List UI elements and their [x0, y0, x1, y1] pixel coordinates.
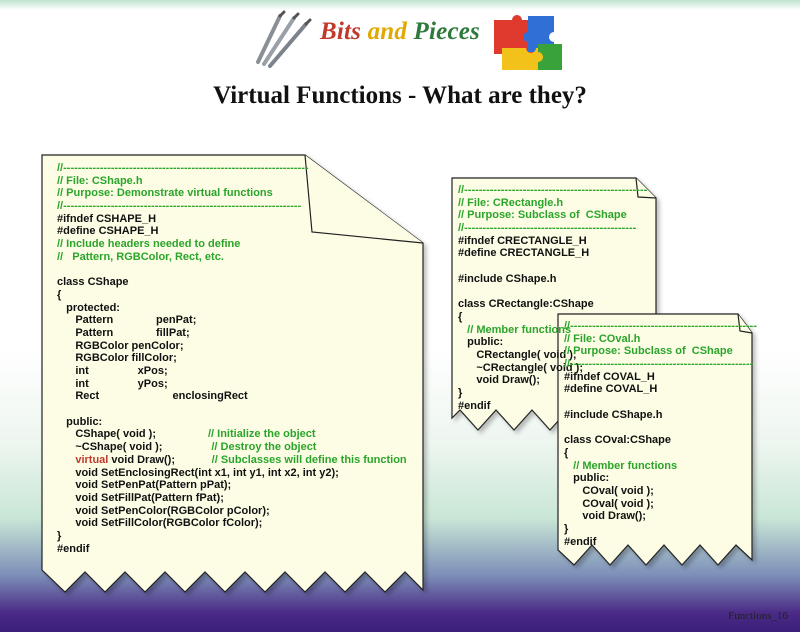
code-line: Pattern penPat; [57, 314, 197, 327]
code-line: //--------------------------------------… [57, 200, 302, 213]
code-line: void Draw(); [564, 510, 646, 523]
brand-word-bits: Bits [320, 18, 362, 45]
code-line: // File: CShape.h [57, 174, 143, 187]
code-line: public: [564, 472, 610, 485]
code-line: public: [458, 336, 504, 349]
brand-title: Bits and Pieces [320, 18, 480, 46]
code-line: class CShape [57, 276, 129, 289]
code-line: public: [57, 415, 103, 428]
code-line: void Draw(); [458, 374, 540, 387]
code-line: void SetFillColor(RGBColor fColor); [57, 517, 263, 530]
code-line: //--------------------------------------… [458, 184, 648, 196]
code-line [564, 422, 757, 435]
code-line: #include CShape.h [564, 408, 663, 421]
code-line: virtual void Draw(); // Subclasses will … [75, 453, 407, 466]
code-line: { [458, 310, 463, 323]
code-line: // Pattern, RGBColor, Rect, etc. [57, 250, 224, 263]
code-line: // Purpose: Subclass of CShape [564, 345, 733, 358]
code-line: int yPos; [57, 377, 168, 390]
code-line [564, 396, 757, 409]
code-line: void SetPenPat(Pattern pPat); [57, 479, 232, 492]
code-line: } [458, 387, 463, 399]
code-line: #ifndef CSHAPE_H [57, 212, 157, 225]
doc-coval-paper [557, 313, 753, 566]
code-line: protected: [57, 301, 120, 314]
code-line: void SetEnclosingRect(int x1, int y1, in… [57, 466, 339, 479]
doc-cshape-paper [41, 154, 424, 593]
code-line: //--------------------------------------… [458, 222, 637, 235]
code-line: // Purpose: Subclass of CShape [458, 209, 627, 222]
code-line: // Member functions [458, 323, 572, 336]
code-line: #endif [57, 542, 90, 555]
code-coval: //--------------------------------------… [564, 320, 757, 548]
code-line: // File: CRectangle.h [458, 196, 564, 209]
code-line: } [564, 523, 569, 535]
code-line: // Member functions [564, 459, 678, 472]
code-line [458, 260, 647, 273]
code-line: #endif [564, 535, 597, 548]
slide-number: Functions_16 [728, 610, 788, 622]
code-line: #ifndef COVAL_H [564, 370, 655, 383]
code-line: void SetFillPat(Pattern fPat); [57, 491, 224, 504]
code-line: ~CShape( void ); // Destroy the object [57, 441, 317, 454]
code-line: #endif [458, 399, 491, 412]
code-crectangle: //--------------------------------------… [458, 184, 647, 412]
code-line: Pattern fillPat; [57, 326, 190, 339]
code-line: Rect enclosingRect [57, 390, 248, 403]
inline-comment: // Initialize the object [156, 428, 316, 441]
code-line: void SetPenColor(RGBColor pColor); [57, 504, 270, 517]
code-line: ~CRectangle( void ); [458, 361, 583, 374]
page-title: Virtual Functions - What are they? [213, 82, 587, 109]
code-line: RGBColor fillColor; [57, 352, 177, 365]
code-line: #include CShape.h [458, 272, 557, 285]
inline-comment: // Subclasses will define this function [174, 453, 407, 466]
code-line: CRectangle( void ); [458, 348, 577, 361]
puzzle-pieces-icon [494, 15, 562, 70]
code-line: #define COVAL_H [564, 383, 658, 396]
code-line: COval( void ); [564, 497, 654, 510]
code-line [458, 286, 647, 299]
code-line: //--------------------------------------… [564, 358, 754, 371]
code-line: #ifndef CRECTANGLE_H [458, 234, 587, 247]
code-line: //--------------------------------------… [57, 162, 309, 174]
code-line: class COval:CShape [564, 434, 671, 447]
code-line: { [564, 446, 569, 459]
drill-bits-icon [256, 10, 312, 68]
code-line: COval( void ); [564, 484, 654, 497]
code-line [57, 264, 407, 277]
code-line: // Purpose: Demonstrate virtual function… [57, 187, 273, 200]
code-line: #define CSHAPE_H [57, 225, 159, 238]
code-line: // File: COval.h [564, 332, 641, 345]
code-line: //--------------------------------------… [564, 320, 757, 332]
code-line: // Include headers needed to define [57, 238, 241, 251]
code-line: } [57, 529, 62, 542]
brand-word-pieces: Pieces [413, 18, 480, 45]
code-line: #define CRECTANGLE_H [458, 247, 590, 260]
brand-word-and: and [367, 18, 408, 45]
code-line: class CRectangle:CShape [458, 298, 594, 311]
code-line: int xPos; [57, 365, 168, 377]
code-cshape: //--------------------------------------… [57, 162, 407, 555]
inline-comment: // Destroy the object [162, 441, 317, 454]
code-line: { [57, 288, 62, 301]
code-line: CShape( void ); // Initialize the object [57, 428, 316, 441]
code-line [57, 403, 407, 416]
top-band [0, 0, 800, 10]
virtual-keyword: virtual [75, 453, 112, 466]
code-line: RGBColor penColor; [57, 339, 184, 352]
